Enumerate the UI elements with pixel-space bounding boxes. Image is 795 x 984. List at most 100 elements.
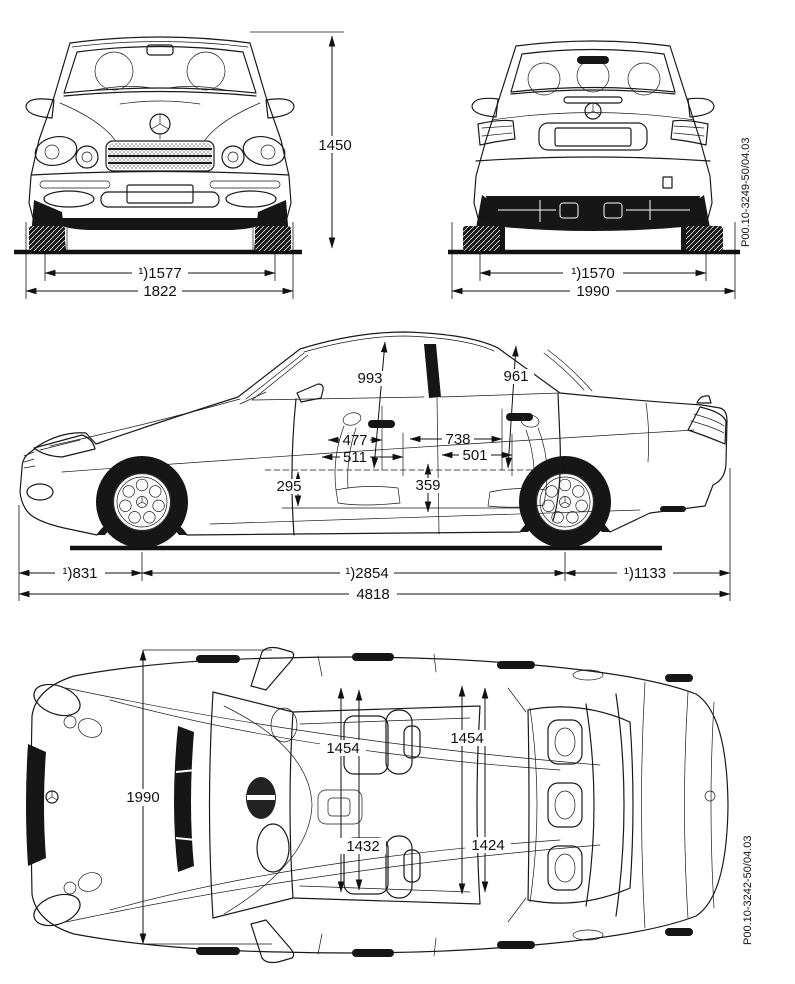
left-headlight <box>34 136 99 169</box>
front-car-drawing <box>14 36 302 255</box>
shoulder-front-label: 1454 <box>326 740 359 757</box>
headroom-front-label: 993 <box>357 370 382 387</box>
antenna-fin <box>696 395 712 404</box>
door-handle <box>506 413 533 421</box>
dim-overall-height: 1450 <box>250 31 356 249</box>
reflector <box>662 176 673 189</box>
dim-headroom-front: 993 <box>351 341 389 469</box>
right-side-mirror <box>687 97 715 118</box>
headlights-top <box>33 683 103 927</box>
dim-front-interior-a: 477 <box>327 432 383 449</box>
rear-car-drawing <box>448 40 740 255</box>
front-interior-b-label: 511 <box>343 449 367 466</box>
dim-seat-height-rear: 359 <box>411 463 445 513</box>
dim-overall-length: 4818 <box>18 586 731 603</box>
exhaust-detail <box>498 200 690 222</box>
left-side-mirror <box>471 97 499 118</box>
dim-seat-height-front: 295 <box>272 471 306 507</box>
part-code-upper: P00.10-3249-50/04.03 <box>740 138 752 247</box>
rear-lamp <box>687 406 727 445</box>
front-interior-a-label: 477 <box>342 432 367 449</box>
driver-figure <box>256 823 290 873</box>
side-mirror <box>296 383 324 403</box>
left-side-mirror <box>25 98 55 119</box>
overall-length-label: 4818 <box>356 586 389 603</box>
rear-bench-top <box>529 693 625 917</box>
rear-wheel <box>519 456 611 548</box>
dim-overall-width-top: 1990 <box>117 649 272 945</box>
top-width-label: 1990 <box>126 789 159 806</box>
rear-window <box>527 706 634 904</box>
elbow-rear-label: 1424 <box>471 837 504 854</box>
dim-front-interior-b: 511 <box>321 449 404 466</box>
part-code-lower: P00.10-3242-50/04.03 <box>742 836 754 945</box>
mercedes-star-icon <box>149 113 171 140</box>
headroom-rear-label: 961 <box>503 368 528 385</box>
shoulder-rear-label: 1454 <box>450 730 483 747</box>
center-console <box>317 789 363 825</box>
front-height-label: 1450 <box>318 137 351 154</box>
mercedes-star-icon <box>45 790 59 804</box>
front-width-label: 1822 <box>143 283 176 300</box>
dim-wheelbase: ¹)2854 <box>141 552 566 582</box>
right-side-mirror <box>265 98 295 119</box>
mercedes-star-icon <box>560 497 570 505</box>
front-view: 1450 ¹)1577 1822 <box>14 31 356 300</box>
rear-interior-b-label: 501 <box>462 447 487 464</box>
mercedes-star-icon <box>584 102 602 120</box>
trunk-lock <box>704 790 716 802</box>
top-view: 1990 1454 1432 1454 1424 P00.10-3242-50/… <box>26 646 754 964</box>
dim-rear-interior-a: 738 <box>409 431 503 448</box>
rear-headrest <box>627 62 661 96</box>
rear-headrest <box>527 62 561 96</box>
fog-light <box>26 483 54 501</box>
front-right-wheel <box>255 226 291 251</box>
windshield <box>208 691 294 919</box>
dim-overall-width: 1990 <box>451 222 736 300</box>
seat-height-front-label: 295 <box>276 478 301 495</box>
cowl-wiper-strip <box>174 726 194 872</box>
wheelbase-label: ¹)2854 <box>345 565 388 582</box>
front-wheel <box>96 456 188 548</box>
license-recess <box>538 122 648 151</box>
rocker-tire-marks <box>196 653 693 957</box>
dim-front-track: ¹)1577 <box>44 254 276 282</box>
rear-view: ¹)1570 1990 P00.10-3249-50/04.03 <box>448 40 752 300</box>
dim-body-width: 1822 <box>25 222 294 300</box>
license-plate <box>554 127 632 147</box>
dim-overhang-front: ¹)831 <box>18 505 143 601</box>
side-view: 993 961 477 511 738 501 <box>18 331 731 603</box>
right-taillight <box>670 119 709 146</box>
dim-overhang-rear: ¹)1133 <box>564 468 731 601</box>
rear-track-label: ¹)1570 <box>571 265 614 282</box>
dim-rear-track: ¹)1570 <box>479 254 707 282</box>
dim-headroom-rear: 961 <box>498 345 534 469</box>
rear-seat <box>487 414 548 508</box>
elbow-front-label: 1432 <box>346 838 379 855</box>
rear-right-wheel <box>686 226 723 251</box>
seat-height-rear-label: 359 <box>415 477 440 494</box>
front-seat <box>334 412 401 506</box>
grille <box>26 744 46 866</box>
b-pillar <box>424 344 441 398</box>
overhang-rear-label: ¹)1133 <box>624 565 666 582</box>
top-side-mirrors <box>250 646 295 964</box>
rearview-mirror <box>146 44 174 56</box>
dim-shoulder-room-front: 1454 1432 <box>320 687 386 893</box>
rear-width-label: 1990 <box>576 283 609 300</box>
dim-rear-interior-b: 501 <box>441 447 513 464</box>
front-track-label: ¹)1577 <box>138 265 181 282</box>
rear-left-wheel <box>463 226 500 251</box>
left-taillight <box>477 119 516 146</box>
front-left-wheel <box>29 226 65 251</box>
right-headlight <box>221 136 286 169</box>
top-car-drawing <box>26 646 729 964</box>
overhang-front-label: ¹)831 <box>62 565 97 582</box>
door-handle <box>368 420 395 428</box>
headlight <box>33 434 96 458</box>
license-plate <box>126 184 194 204</box>
rear-interior-a-label: 738 <box>445 431 470 448</box>
dim-shoulder-room-rear: 1454 1424 <box>444 685 511 895</box>
